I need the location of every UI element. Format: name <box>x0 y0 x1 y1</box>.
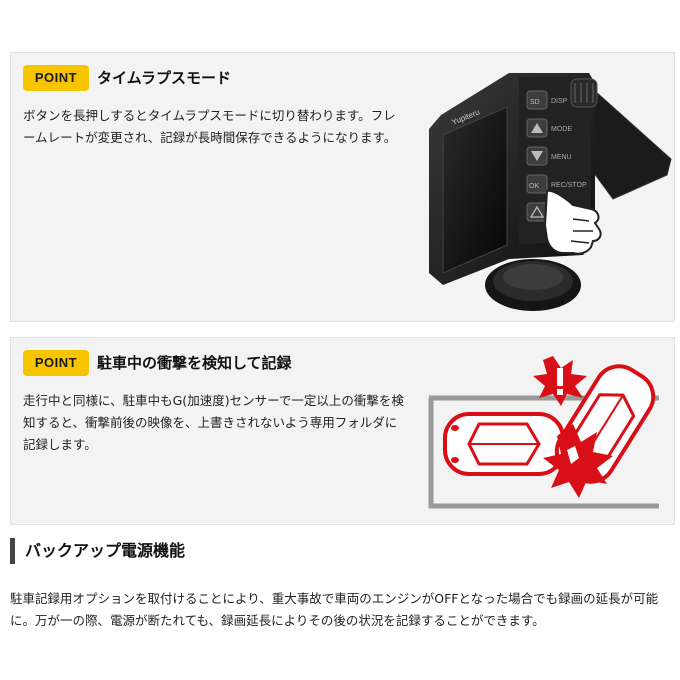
point-badge: POINT <box>23 65 89 91</box>
point-description: 走行中と同様に、駐車中もG(加速度)センサーで一定以上の衝撃を検知すると、衝撃前… <box>23 393 404 452</box>
point-title: タイムラプスモード <box>97 69 231 87</box>
pointing-hand-icon <box>543 189 602 255</box>
parking-collision-icon <box>428 356 659 509</box>
disp-label: DISP <box>551 98 568 105</box>
section-description: 駐車記録用オプションを取付けることにより、重大事故で車両のエンジンがOFFとなっ… <box>10 591 659 628</box>
section-title: バックアップ電源機能 <box>10 538 185 564</box>
sd-key-label: SD <box>530 99 540 106</box>
ok-key-label: OK <box>529 183 539 190</box>
point-panel-parking-shock: POINT 駐車中の衝撃を検知して記録 走行中と同様に、駐車中もG(加速度)セン… <box>10 337 675 525</box>
point-badge: POINT <box>23 350 89 376</box>
dashcam-illustration: Yupiteru SD OK DISP MODE MENU REC/STOP <box>429 73 672 311</box>
point-panel-timelapse: POINT タイムラプスモード ボタンを長押しするとタイムラプスモードに切り替わ… <box>10 52 675 322</box>
point-title: 駐車中の衝撃を検知して記録 <box>97 354 292 372</box>
mode-label: MODE <box>551 126 572 133</box>
rec-stop-label: REC/STOP <box>551 182 587 189</box>
menu-label: MENU <box>551 154 572 161</box>
point-description: ボタンを長押しするとタイムラプスモードに切り替わります。フレームレートが変更され… <box>23 108 397 145</box>
